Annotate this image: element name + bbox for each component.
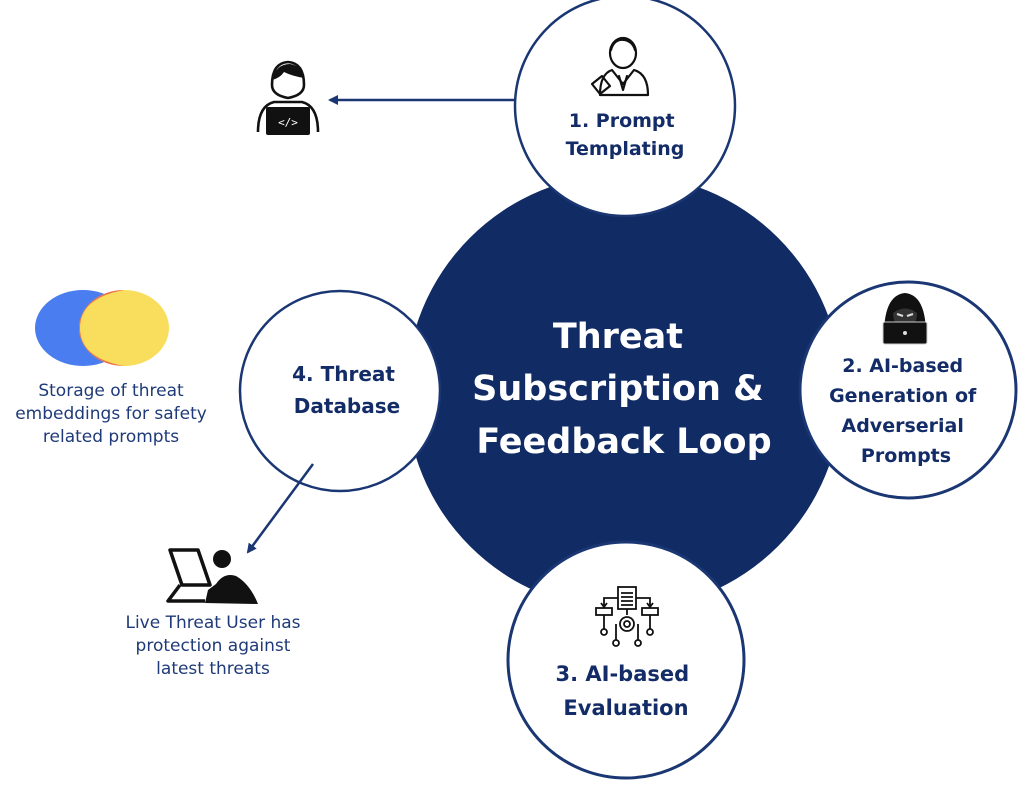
venn-embeddings-icon xyxy=(35,290,169,366)
step-2-circle[interactable] xyxy=(798,280,1018,500)
live-user-caption: Live Threat User has protection against … xyxy=(125,613,301,679)
step-1-circle[interactable] xyxy=(513,0,737,218)
center-title-line-2: Subscription & xyxy=(472,369,763,409)
hooded-hacker-icon xyxy=(882,293,928,345)
workflow-gear-icon xyxy=(595,586,659,647)
person-tie-icon xyxy=(590,36,650,97)
developer-laptop-icon: </> xyxy=(256,60,320,135)
center-title-line-1: Threat xyxy=(553,317,683,357)
user-at-terminal-icon xyxy=(166,548,258,604)
svg-text:</>: </> xyxy=(278,116,298,129)
center-title-line-3: Feedback Loop xyxy=(476,422,771,462)
step-3-circle[interactable] xyxy=(506,540,746,780)
step-1-label: 1. Prompt Templating xyxy=(566,110,685,160)
step-4-circle[interactable] xyxy=(238,289,442,493)
storage-caption: Storage of threat embeddings for safety … xyxy=(15,381,207,447)
step-2-label: 2. AI-based Generation of Adverserial Pr… xyxy=(829,355,983,467)
center-title: Threat Subscription & Feedback Loop xyxy=(472,317,776,462)
step-3-label: 3. AI-based Evaluation xyxy=(556,662,697,720)
center-hub-circle xyxy=(406,174,842,610)
arrow-to-live-user xyxy=(246,463,315,554)
step-4-label: 4. Threat Database xyxy=(292,362,402,418)
